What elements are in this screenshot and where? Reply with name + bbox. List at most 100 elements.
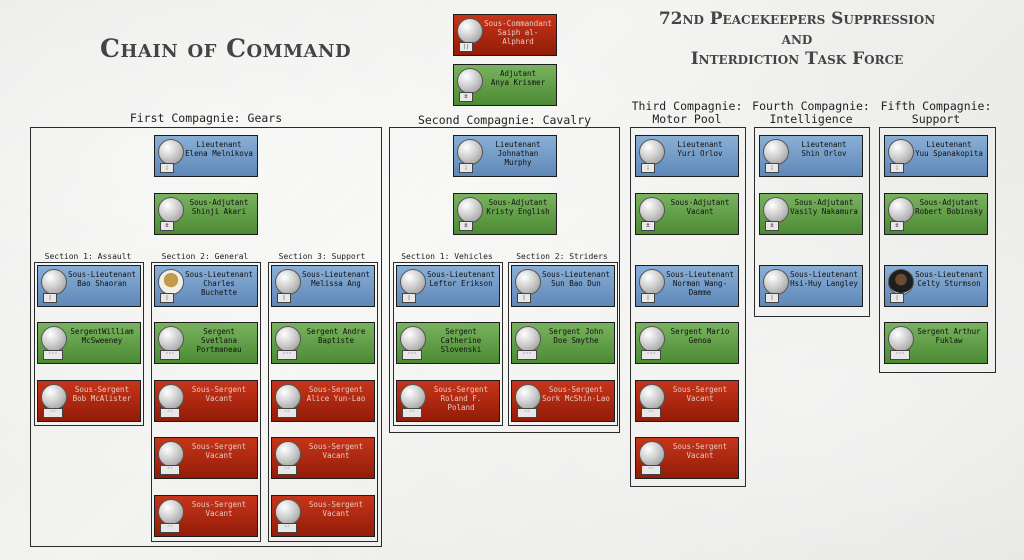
card-name: Vacant — [322, 509, 350, 518]
rank-insignia-icon: ⵓ — [459, 221, 473, 231]
first-compagnie-title: First Compagnie: Gears — [129, 111, 283, 125]
avatar-placeholder — [158, 197, 184, 223]
card-rank: Sous-Lieutenant — [666, 270, 734, 279]
avatar-placeholder — [400, 326, 426, 352]
avatar-placeholder — [457, 18, 483, 44]
rank-insignia-icon: ⵓ — [641, 221, 655, 231]
avatar-placeholder — [639, 139, 665, 165]
card-name: Charles Buchette — [200, 279, 238, 297]
avatar-placeholder — [888, 326, 914, 352]
card-rank: Sous-Lieutenant — [68, 270, 136, 279]
c2-section1-title: Section 1: Vehicles — [401, 252, 493, 261]
avatar-placeholder — [158, 139, 184, 165]
fourth-compagnie-title-line1: Fourth Compagnie: — [752, 99, 870, 113]
card-rank: Sous-Adjutant — [189, 198, 249, 207]
avatar-placeholder — [639, 384, 665, 410]
c1-section2-frame — [151, 262, 261, 542]
avatar-placeholder — [639, 269, 665, 295]
card-rank: Sous-Lieutenant — [915, 270, 983, 279]
card-rank: Lieutenant — [196, 140, 242, 149]
card-name: Kristy English — [486, 207, 550, 216]
fourth-compagnie-title-line2: Intelligence — [769, 112, 853, 126]
card-rank: Sous-Lieutenant — [427, 270, 495, 279]
rank-insignia-icon: | — [43, 293, 57, 303]
card-name: Melissa Ang — [311, 279, 361, 288]
avatar-placeholder — [888, 197, 914, 223]
card-rank: Sergent Svetlana — [200, 327, 238, 345]
rank-insignia-icon: ᵔᵔ — [160, 465, 180, 475]
card-name: Vacant — [205, 451, 233, 460]
card-rank: Sergent John — [548, 327, 604, 336]
third-compagnie-title-line1: Third Compagnie: — [631, 99, 743, 113]
avatar-placeholder — [158, 326, 184, 352]
card-name: McSweeney — [81, 336, 123, 345]
avatar-placeholder — [41, 326, 67, 352]
rank-insignia-icon: ¦ — [765, 163, 779, 173]
card-name: Celty Sturmson — [917, 279, 981, 288]
card-name: Bob McAlister — [72, 394, 132, 403]
avatar-placeholder — [275, 499, 301, 525]
card-rank: Sous-Adjutant — [488, 198, 548, 207]
card-rank: Sous-Sergent — [191, 385, 247, 394]
card-name: Robert Bobinsky — [915, 207, 983, 216]
page-title: Chain of Command — [100, 34, 352, 63]
card-rank: Sous-Sergent — [308, 500, 364, 509]
rank-insignia-icon: | — [765, 293, 779, 303]
card-rank: Lieutenant — [677, 140, 723, 149]
avatar-placeholder — [457, 139, 483, 165]
avatar-placeholder — [888, 139, 914, 165]
card-name: Slovenski — [440, 345, 482, 354]
rank-insignia-icon: ᵔᵔ — [277, 465, 297, 475]
card-name: Genoa — [688, 336, 712, 345]
c2-section2-title: Section 2: Striders — [516, 252, 608, 261]
card-name: Johnathan Murphy — [497, 149, 539, 167]
card-name: Vacant — [686, 207, 714, 216]
avatar-placeholder — [158, 441, 184, 467]
rank-insignia-icon: ᵔᵔᵔ — [641, 350, 661, 360]
card-name: Fuklaw — [935, 336, 963, 345]
c2-section2-frame — [508, 262, 618, 426]
card-name: Alice Yun-Lao — [306, 394, 366, 403]
avatar-portrait — [888, 269, 914, 295]
card-rank: Sous-Sergent — [191, 442, 247, 451]
card-name: Shinji Akari — [191, 207, 247, 216]
